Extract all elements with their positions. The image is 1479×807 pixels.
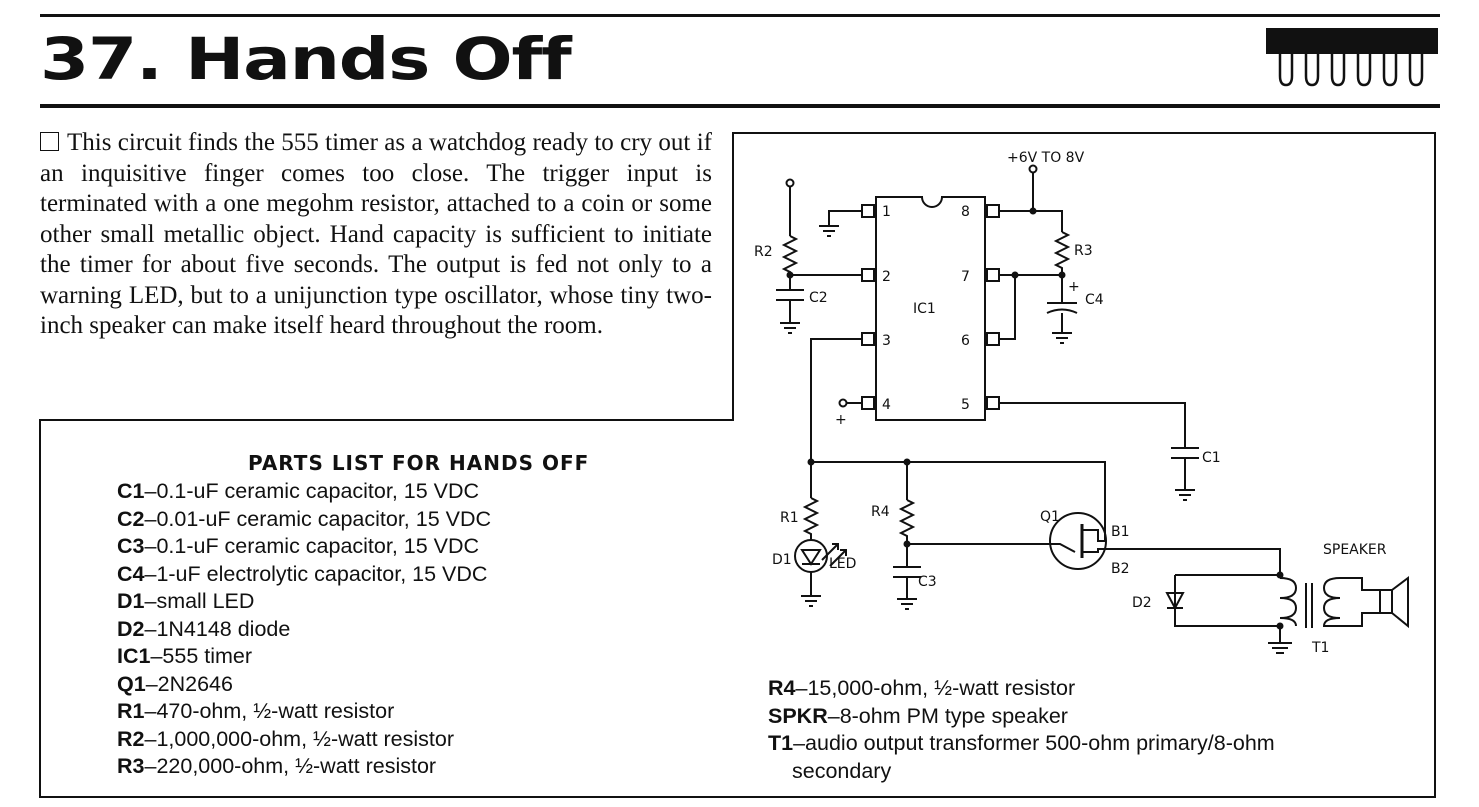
b1-label: B1 xyxy=(1111,524,1130,540)
part-row-c1: C1–0.1-uF ceramic capacitor, 15 VDC xyxy=(117,478,491,506)
part-ref: R2 xyxy=(117,726,145,751)
part-desc: –15,000-ohm, ½-watt resistor xyxy=(795,676,1076,700)
part-ref: IC1 xyxy=(117,644,151,668)
part-desc: –555 timer xyxy=(150,644,253,668)
pin-4: 4 xyxy=(882,397,891,413)
part-desc: –small LED xyxy=(144,589,255,613)
part-row-spkr: SPKR–8-ohm PM type speaker xyxy=(768,703,1275,731)
part-ref: C2 xyxy=(117,506,145,531)
r2-label: R2 xyxy=(754,244,773,260)
q1-label: Q1 xyxy=(1040,509,1060,525)
part-row-r2: R2–1,000,000-ohm, ½-watt resistor xyxy=(117,726,491,754)
pin-6: 6 xyxy=(961,333,970,349)
part-row-t1-continuation: secondary xyxy=(792,758,892,783)
part-row-d1: D1–small LED xyxy=(117,588,491,616)
speaker-label: SPEAKER xyxy=(1323,542,1387,558)
r4-label: R4 xyxy=(871,504,890,520)
part-desc: –8-ohm PM type speaker xyxy=(827,703,1068,728)
part-desc: –1,000,000-ohm, ½-watt resistor xyxy=(144,726,454,751)
r1-label: R1 xyxy=(780,510,799,526)
part-desc: –470-ohm, ½-watt resistor xyxy=(144,699,395,723)
part-desc: –2N2646 xyxy=(145,671,233,696)
r3-label: R3 xyxy=(1074,243,1093,259)
part-row-c3: C3–0.1-uF ceramic capacitor, 15 VDC xyxy=(117,533,491,561)
pin-1: 1 xyxy=(882,204,891,220)
part-desc: –audio output transformer 500-ohm primar… xyxy=(793,731,1275,755)
part-desc: –0.1-uF ceramic capacitor, 15 VDC xyxy=(144,479,480,503)
part-ref: C3 xyxy=(117,534,145,558)
part-ref: R3 xyxy=(117,754,145,778)
part-row-d2: D2–1N4148 diode xyxy=(117,616,491,644)
d2-label: D2 xyxy=(1132,595,1152,611)
part-ref: Q1 xyxy=(117,671,146,696)
part-ref: R4 xyxy=(768,676,796,700)
pin-7: 7 xyxy=(961,269,970,285)
pin-2: 2 xyxy=(882,269,891,285)
part-desc: –1-uF electrolytic capacitor, 15 VDC xyxy=(144,561,488,586)
part-ref: SPKR xyxy=(768,703,828,728)
part-desc: –1N4148 diode xyxy=(144,616,291,641)
part-ref: D2 xyxy=(117,616,145,641)
part-desc: –220,000-ohm, ½-watt resistor xyxy=(144,754,437,778)
pin-5: 5 xyxy=(961,397,970,413)
article-title: 37. Hands Off xyxy=(40,25,572,93)
part-row-r1: R1–470-ohm, ½-watt resistor xyxy=(117,698,491,726)
parts-list-title: PARTS LIST FOR HANDS OFF xyxy=(248,451,590,475)
part-ref: T1 xyxy=(768,731,794,755)
top-rule xyxy=(40,14,1440,17)
c4-plus-mark: + xyxy=(1068,279,1080,295)
c3-label: C3 xyxy=(918,574,937,590)
intro-paragraph: This circuit finds the 555 timer as a wa… xyxy=(40,128,712,342)
pin-8: 8 xyxy=(961,204,970,220)
part-desc: –0.1-uF ceramic capacitor, 15 VDC xyxy=(144,534,480,558)
led-label: LED xyxy=(829,556,856,572)
parts-list-right: R4–15,000-ohm, ½-watt resistor SPKR–8-oh… xyxy=(768,675,1275,785)
part-row-c4: C4–1-uF electrolytic capacitor, 15 VDC xyxy=(117,561,491,589)
intro-text: This circuit finds the 555 timer as a wa… xyxy=(40,129,712,339)
t1-label: T1 xyxy=(1311,640,1329,656)
part-ref: C4 xyxy=(117,561,145,586)
part-ref: R1 xyxy=(117,699,145,723)
ic-chip-icon xyxy=(1266,28,1438,87)
ic-label: IC1 xyxy=(913,301,936,317)
part-row-q1: Q1–2N2646 xyxy=(117,671,491,699)
part-ref: C1 xyxy=(117,479,145,503)
ic-body xyxy=(875,196,986,421)
part-row-t1: T1–audio output transformer 500-ohm prim… xyxy=(768,730,1275,758)
d1-label: D1 xyxy=(772,552,792,568)
part-desc: –0.01-uF ceramic capacitor, 15 VDC xyxy=(144,506,492,531)
c1-label: C1 xyxy=(1202,450,1221,466)
part-row-r3: R3–220,000-ohm, ½-watt resistor xyxy=(117,753,491,781)
title-underline xyxy=(40,104,1440,108)
bullet-box-icon xyxy=(40,132,59,151)
pin-3: 3 xyxy=(882,333,891,349)
parts-list-left: C1–0.1-uF ceramic capacitor, 15 VDC C2–0… xyxy=(117,478,491,781)
part-row-c2: C2–0.01-uF ceramic capacitor, 15 VDC xyxy=(117,506,491,534)
part-row-r4: R4–15,000-ohm, ½-watt resistor xyxy=(768,675,1275,703)
supply-label: +6V TO 8V xyxy=(1007,150,1085,166)
c2-label: C2 xyxy=(809,290,828,306)
part-row-ic1: IC1–555 timer xyxy=(117,643,491,671)
reset-plus-mark: + xyxy=(835,412,847,428)
part-ref: D1 xyxy=(117,589,145,613)
c4-label: C4 xyxy=(1085,292,1104,308)
b2-label: B2 xyxy=(1111,561,1130,577)
box-outline xyxy=(39,132,1436,798)
